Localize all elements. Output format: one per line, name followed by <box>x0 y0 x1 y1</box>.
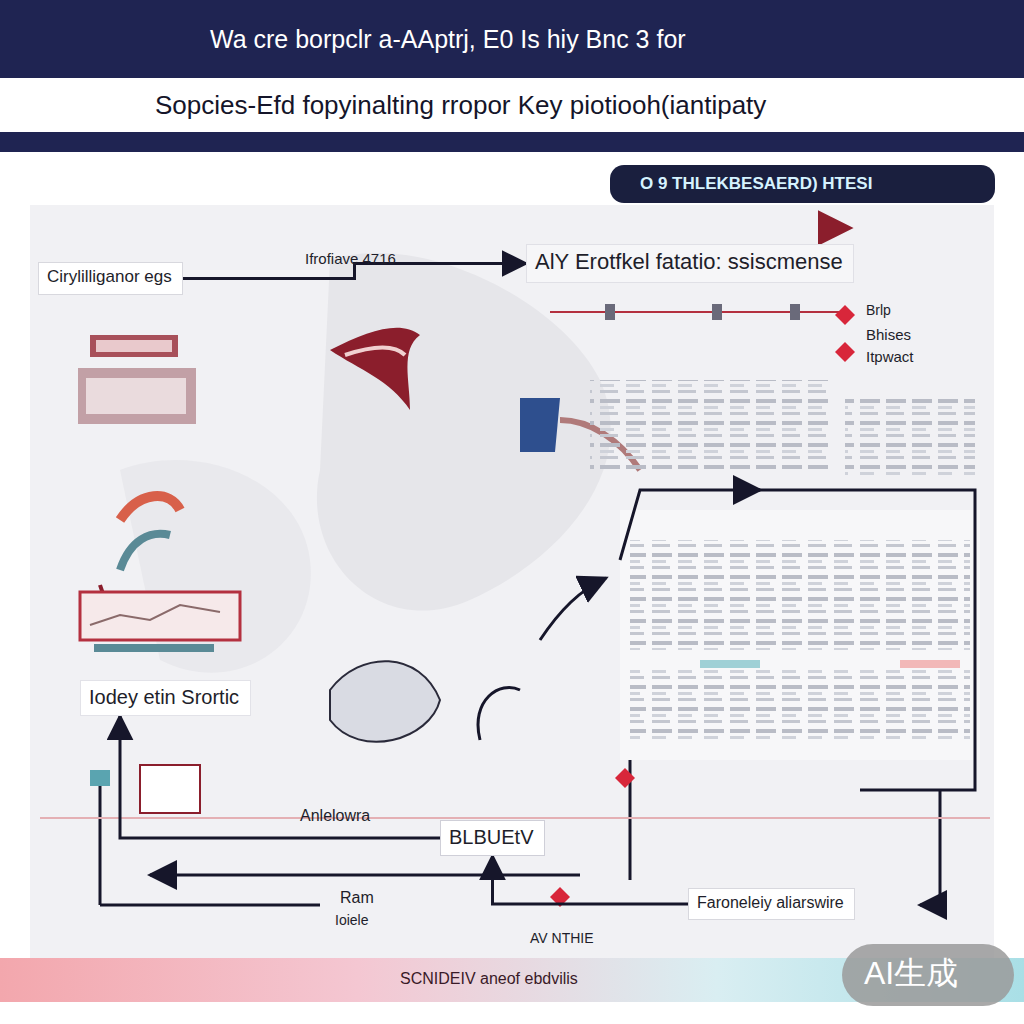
box-text: Faroneleiy aliarswire <box>697 893 846 912</box>
flow-line <box>99 770 102 905</box>
caption: SCNIDEIV aneof ebdvilis <box>400 969 578 988</box>
chart-bar <box>94 644 214 652</box>
swoosh <box>120 534 170 570</box>
text-grid <box>590 380 830 470</box>
box-text: Cirylilliganor egs <box>47 267 174 287</box>
grid-panel <box>630 670 970 740</box>
label: Brlp <box>866 302 891 319</box>
icon-panel <box>78 368 196 424</box>
label: Ioiele <box>335 912 368 929</box>
icon-square <box>90 770 110 786</box>
loop-arrow <box>540 578 606 640</box>
loop-arrowhead <box>745 489 760 492</box>
chart-card <box>80 592 240 640</box>
label: Bhises <box>866 326 911 344</box>
label: Ram <box>340 888 374 907</box>
label: Anlelowra <box>300 806 370 825</box>
map-shape <box>317 253 611 611</box>
grid-panel <box>620 510 980 760</box>
subtitle-band <box>0 78 1024 132</box>
tag-pill <box>610 165 995 203</box>
flow-line <box>100 904 320 907</box>
device-icon <box>330 661 440 742</box>
scale-tick <box>605 304 615 320</box>
chart-line <box>90 605 220 625</box>
process-box: BLBUEtV <box>440 820 545 856</box>
swoosh <box>330 328 420 410</box>
connector <box>120 716 440 838</box>
timeline-arrow <box>70 226 850 230</box>
connector <box>493 856 689 904</box>
grid-bar <box>900 660 960 668</box>
box-text: BLBUEtV <box>449 825 536 849</box>
title: Wa cre borpclr a-AAptrj, E0 Is hiy Bnc 3… <box>210 24 686 54</box>
process-box: Faroneleiy aliarswire <box>688 888 855 920</box>
flow-arrow <box>150 874 580 877</box>
wire <box>478 687 520 740</box>
box-text: AlY Erotfkel fatatio: ssiscmense <box>535 249 845 275</box>
text-grid <box>845 395 975 475</box>
panel-ground <box>30 205 994 965</box>
swoosh <box>120 496 180 520</box>
diamond-marker <box>835 342 855 362</box>
loop-line <box>920 790 940 905</box>
label: Sopcies-Efd fopyinalting rropor Key piot… <box>155 90 766 121</box>
diamond-marker <box>835 305 855 325</box>
icon-panel <box>86 378 186 414</box>
header-rule <box>0 132 1024 152</box>
label: Ifrofiave 4716 <box>305 250 396 268</box>
process-box: AlY Erotfkel fatatio: ssiscmense <box>526 244 854 283</box>
icon-block <box>96 340 172 352</box>
process-box: Iodey etin Srortic <box>80 680 251 716</box>
watermark-pill <box>842 944 1014 1006</box>
swoosh <box>345 348 405 356</box>
label: AI生成 <box>864 954 958 992</box>
label: O 9 THLEKBESAERD) HTESI <box>640 174 872 194</box>
grid-panel <box>630 540 970 650</box>
scale-tick <box>790 304 800 320</box>
process-box: Cirylilliganor egs <box>38 262 183 295</box>
scale-tick <box>712 304 722 320</box>
icon-shape <box>520 398 560 452</box>
diamond-marker <box>615 768 635 788</box>
divider-line <box>40 817 990 819</box>
loop-line <box>620 490 975 790</box>
header-band <box>0 0 1024 78</box>
divider-line <box>40 436 600 440</box>
icon-block <box>90 335 178 357</box>
label: Itpwact <box>866 348 914 366</box>
doc-icon <box>140 765 200 813</box>
box-text: Iodey etin Srortic <box>89 685 242 709</box>
grid-bar <box>700 660 760 668</box>
label: AV NTHIE <box>530 930 594 947</box>
